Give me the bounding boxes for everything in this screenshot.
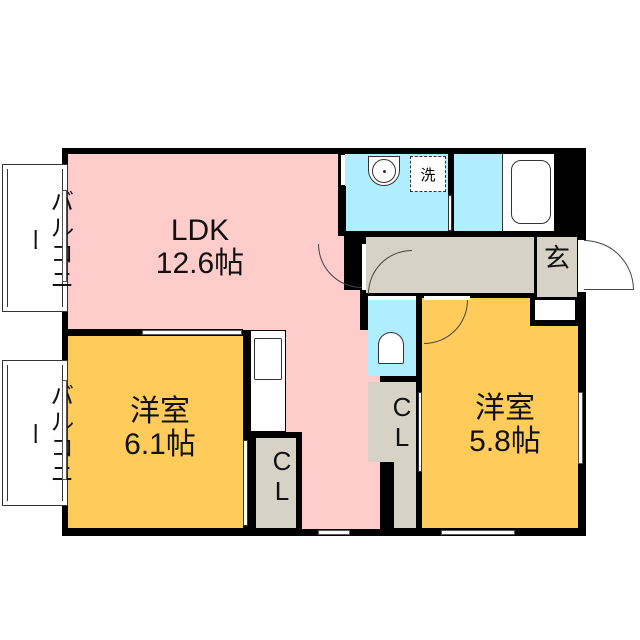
right-room-door <box>424 296 470 300</box>
washing-machine-space: 洗 <box>410 156 446 192</box>
bathroom-door <box>448 195 452 231</box>
left-room-window-north[interactable] <box>142 330 242 335</box>
washroom-wall-left <box>338 186 346 236</box>
front-door-opening <box>578 240 586 292</box>
ldk-room-extension-top <box>338 190 344 290</box>
balcony-top-label: バルコニー <box>19 189 73 293</box>
western-room-left <box>68 336 243 528</box>
balcony-bottom: バルコニー <box>2 360 73 506</box>
ldk-room-lower2 <box>298 330 380 529</box>
toilet-bowl-icon <box>378 332 404 364</box>
balcony-bottom-label: バルコニー <box>19 383 73 487</box>
front-door-swing[interactable] <box>584 240 634 290</box>
closet-left-label: CL <box>267 446 297 506</box>
western-room-left-name: 洋室 <box>130 395 190 428</box>
entrance-label: 玄 <box>543 243 570 273</box>
ldk-size: 12.6帖 <box>155 247 245 280</box>
closet-right-lower <box>394 462 416 528</box>
washbasin-bowl-icon <box>372 159 396 183</box>
bathtub-basin-icon <box>511 160 551 224</box>
right-closet-door <box>418 392 422 472</box>
ldk-window-south[interactable] <box>318 530 350 535</box>
entrance <box>537 237 577 297</box>
bathtub <box>502 154 554 231</box>
balcony-top: バルコニー <box>2 164 73 312</box>
right-room-window-south[interactable] <box>441 530 515 535</box>
left-closet-door <box>243 440 248 526</box>
washbasin <box>368 156 400 186</box>
western-room-right-name: 洋室 <box>475 392 535 425</box>
shoe-cabinet-inner <box>535 300 575 320</box>
western-room-right-size: 5.8帖 <box>469 425 541 458</box>
bathroom <box>454 154 506 231</box>
right-room-window-east[interactable] <box>578 392 583 464</box>
bath-wall-right <box>554 154 578 231</box>
ldk-room-mid <box>243 290 360 330</box>
ldk-name: LDK <box>170 214 230 247</box>
drain-icon <box>383 170 386 173</box>
closet-right-label: CL <box>387 392 417 452</box>
washer-label: 洗 <box>420 166 436 184</box>
ldk-label: LDK 12.6帖 <box>120 214 280 280</box>
western-room-left-label: 洋室 6.1帖 <box>80 395 240 461</box>
closet-right <box>368 382 416 462</box>
western-room-left-size: 6.1帖 <box>124 428 196 461</box>
bath-partition <box>448 154 454 231</box>
ldk-balcony-window[interactable] <box>62 190 67 282</box>
closet-left <box>256 438 296 528</box>
left-room-wall-right <box>243 330 250 530</box>
western-room-right-label: 洋室 5.8帖 <box>440 392 570 458</box>
kitchen-sink-icon <box>254 338 282 380</box>
hallway-door-left <box>362 244 366 290</box>
left-room-balcony-window[interactable] <box>62 380 67 480</box>
toilet-door <box>368 296 416 300</box>
